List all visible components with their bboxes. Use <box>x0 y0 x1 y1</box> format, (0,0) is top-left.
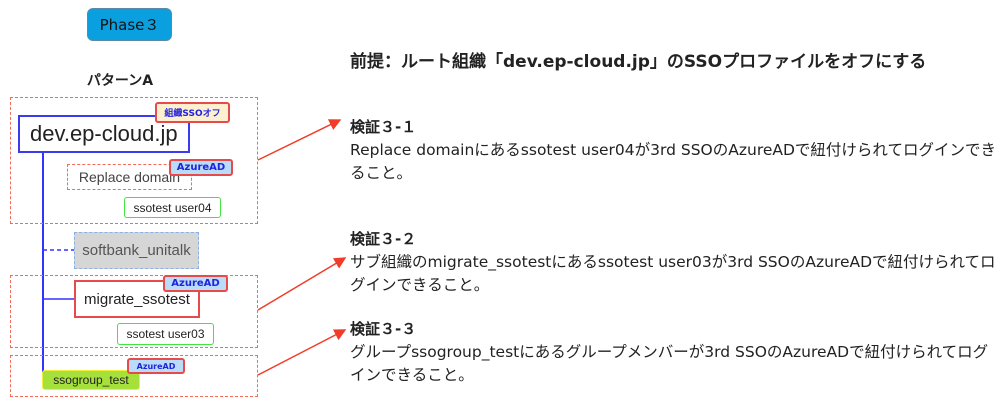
check-body: Replace domainにあるssotest user04が3rd SSOの… <box>350 141 996 182</box>
check-3-2: 検証３-２ サブ組織のmigrate_ssotestにあるssotest use… <box>350 228 1000 297</box>
check-body: グループssogroup_testにあるグループメンバーが3rd SSOのAzu… <box>350 343 989 384</box>
user03-node[interactable]: ssotest user03 <box>117 323 214 345</box>
check-heading: 検証３-２ <box>350 230 417 248</box>
arrow-3 <box>257 329 347 376</box>
user04-node[interactable]: ssotest user04 <box>124 197 221 218</box>
check-3-1: 検証３-１ Replace domainにあるssotest user04が3r… <box>350 116 1000 185</box>
group-box-1 <box>10 97 258 224</box>
azuread-badge: AzureAD <box>127 358 185 374</box>
replace-domain-node[interactable]: Replace domain <box>67 164 192 190</box>
arrow-1 <box>257 119 342 161</box>
softbank-node[interactable]: softbank_unitalk <box>74 232 199 269</box>
arrow-2 <box>257 257 347 311</box>
check-heading: 検証３-１ <box>350 118 417 136</box>
phase-label: Phase３ <box>87 8 172 41</box>
azuread-badge: AzureAD <box>163 275 228 292</box>
premise-title: 前提：ルート組織「dev.ep-cloud.jp」のSSOプロファイルをオフにす… <box>350 52 927 72</box>
check-3-3: 検証３-３ グループssogroup_testにあるグループメンバーが3rd S… <box>350 318 1000 387</box>
ssogroup-node[interactable]: ssogroup_test <box>42 370 140 390</box>
group-box-3 <box>10 355 258 397</box>
azuread-badge: AzureAD <box>169 159 233 176</box>
pattern-title: パターンA <box>86 73 154 89</box>
check-heading: 検証３-３ <box>350 320 417 338</box>
group-box-2 <box>10 275 258 348</box>
check-body: サブ組織のmigrate_ssotestにあるssotest user03が3r… <box>350 253 996 294</box>
org-sso-off-badge: 組織SSOオフ <box>155 102 230 123</box>
